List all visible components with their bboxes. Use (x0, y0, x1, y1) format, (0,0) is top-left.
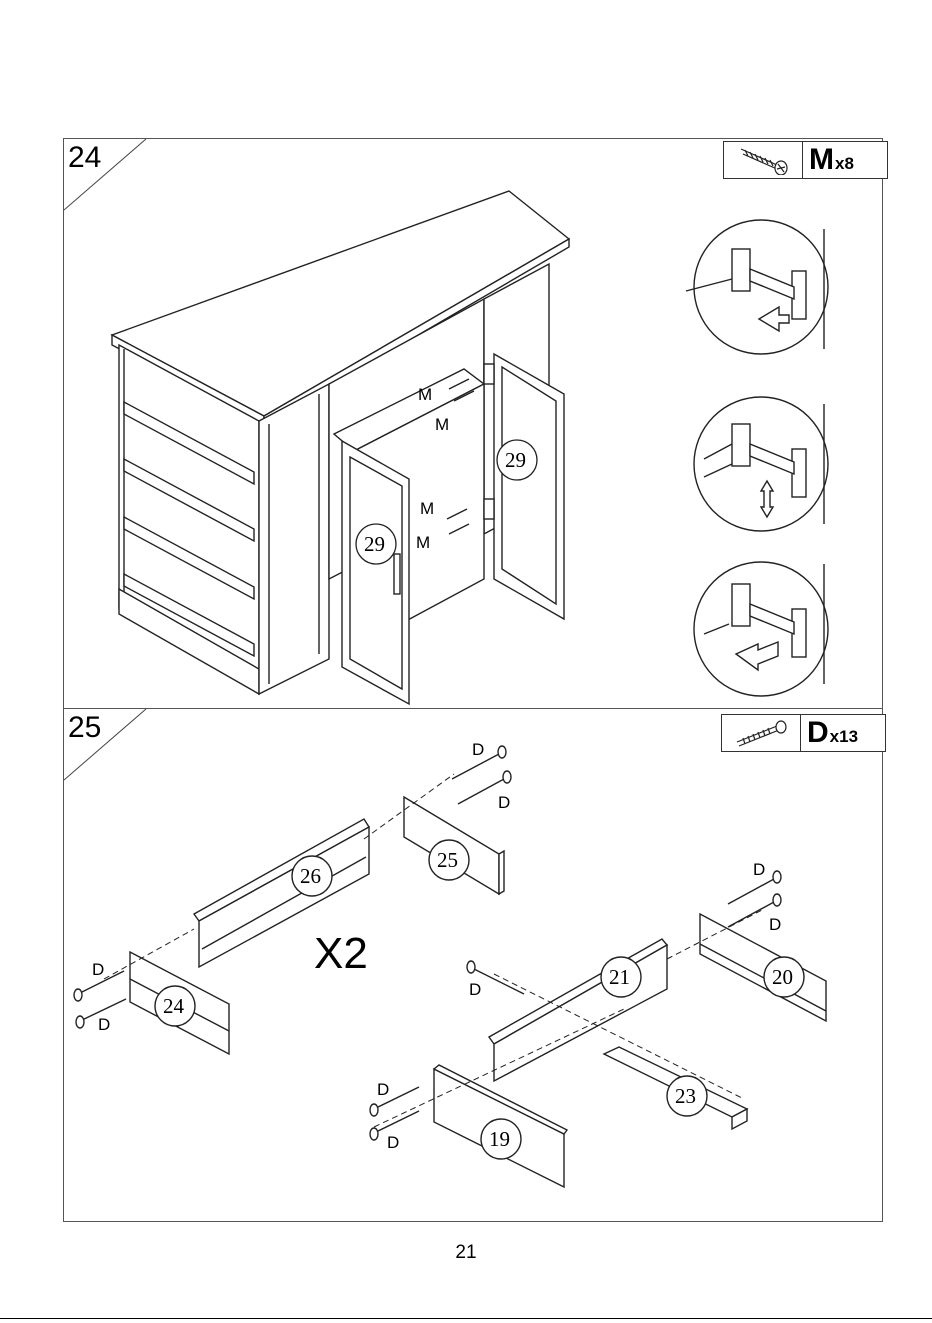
frame-assembly-drawing (64, 709, 884, 1223)
part-number-24: 24 (163, 994, 184, 1019)
part-number-19: 19 (489, 1127, 510, 1152)
part-number-26: 26 (300, 864, 321, 889)
quantity-multiplier: X2 (314, 929, 368, 979)
part-number-29: 29 (505, 448, 526, 473)
part-number-20: 20 (772, 965, 793, 990)
part-number-23: 23 (675, 1084, 696, 1109)
screw-label-d: D (469, 980, 481, 1000)
part-number-25: 25 (437, 848, 458, 873)
part-number-21: 21 (609, 965, 630, 990)
screw-label-d: D (753, 860, 765, 880)
cabinet-assembly-drawing (64, 139, 884, 710)
screw-label-d: D (98, 1015, 110, 1035)
part-number-29: 29 (364, 532, 385, 557)
footer-divider (0, 1318, 932, 1319)
screw-label-d: D (92, 960, 104, 980)
screw-label-m: M (416, 533, 430, 553)
page-number: 21 (0, 1242, 932, 1264)
screw-label-d: D (472, 740, 484, 760)
screw-label-d: D (377, 1080, 389, 1100)
screw-label-m: M (418, 385, 432, 405)
screw-label-d: D (387, 1133, 399, 1153)
screw-label-m: M (420, 499, 434, 519)
screw-label-m: M (435, 415, 449, 435)
screw-label-d: D (498, 793, 510, 813)
screw-label-d: D (769, 915, 781, 935)
